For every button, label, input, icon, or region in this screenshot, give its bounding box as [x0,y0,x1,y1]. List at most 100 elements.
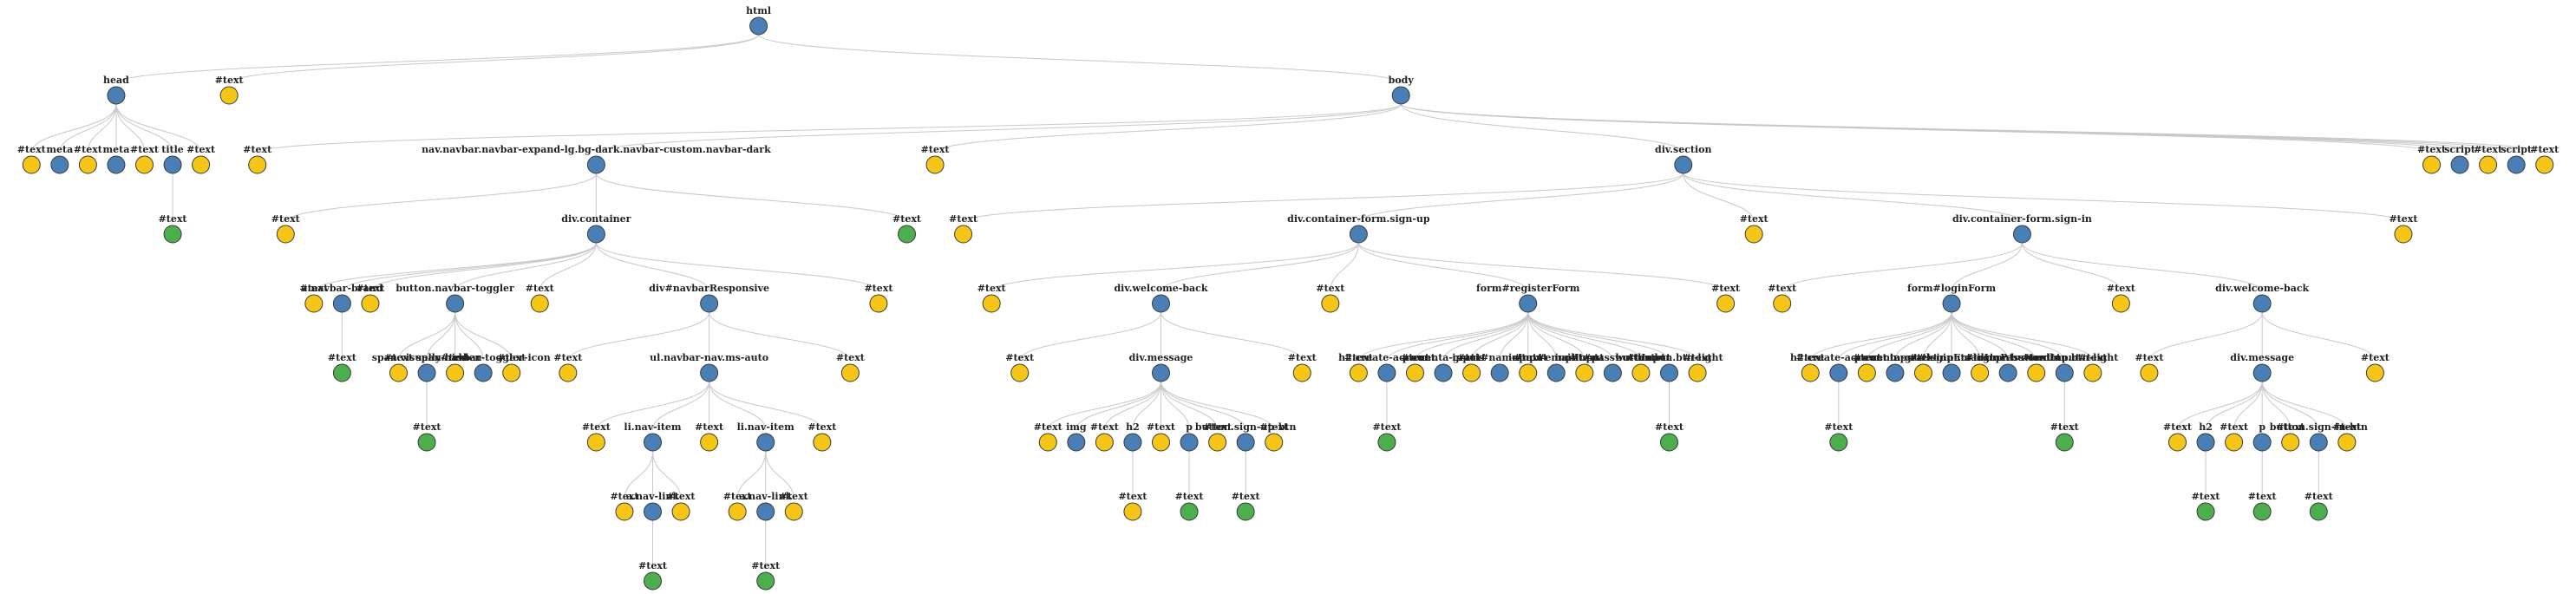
node-label: button.sign-in-btn [2270,421,2368,433]
tree-node-text: #text [1259,421,1289,452]
tree-node-text: #text [1853,352,1882,382]
node-label: #text [1909,352,1939,363]
tree-edge [2261,311,2376,362]
node-label: #text [356,283,385,294]
tree-node-div-welcome-back: div.welcome-back [1114,283,1208,313]
tree-node-p-cuenta-gratis: p.cuenta-gratis [1402,352,1484,382]
element-node-circle [1942,294,1961,313]
element-node-circle [1152,363,1170,382]
node-label: #text [17,144,47,155]
node-label: #text [2332,421,2362,433]
node-label: div.container-form.sign-in [1952,213,2092,225]
tree-node-text: #text [2305,491,2334,521]
tree-node-text: #text [977,283,1007,313]
node-label: #text [582,421,611,433]
tree-node-text: #text [695,421,724,452]
element-node-circle [1886,363,1905,382]
node-label: h2 [1126,421,1140,433]
text-node-circle [389,363,408,382]
tree-edge [1357,311,1529,362]
text-node-circle [1773,294,1792,313]
tree-node-script: script [2444,144,2476,174]
tree-edge [595,242,710,292]
tree-edge [758,34,1402,84]
node-label: p [2259,421,2265,433]
node-label: #text [1796,352,1826,363]
tree-node-input-emailinput: input#emailInput [1508,352,1605,382]
tree-node-nav-navbar-navbar-expand-lg-bg-dark-navbar-custom-navbar-dark: nav.navbar.navbar-expand-lg.bg-dark.navb… [422,144,771,174]
tree-edge [1132,381,1161,431]
tree-edge [1527,311,1557,362]
tree-node-text: #text [328,352,357,382]
text-node-circle [2027,363,2046,382]
tree-node-text: #text [2332,421,2362,452]
node-label: #text [780,491,809,502]
tree-node-text: #text [780,491,809,521]
tree-node-text: #text [17,144,47,174]
tree-node-div-navbarresponsive: div#navbarResponsive [649,283,769,313]
tree-edge [1415,311,1529,362]
tree-node-img: img [1066,421,1087,452]
tree-edge [1683,173,1755,223]
node-label: #text [1457,352,1487,363]
text-node-circle [1914,363,1932,382]
node-label: button.btn.btn-light [2010,352,2119,363]
node-label: #text [1344,352,1374,363]
tree-edge [1019,311,1161,362]
node-label: #text [2417,144,2447,155]
tree-edge [652,450,682,500]
node-label: #text [1514,352,1543,363]
node-label: #text [2389,213,2418,225]
tree-edge [1951,311,1981,362]
tree-node-div-message: div.message [2230,352,2294,382]
tree-edge [1103,381,1161,431]
node-label: #text [299,283,329,294]
text-node-circle [1688,363,1707,382]
tree-edge [2021,242,2263,292]
tree-node-text: #text [2163,421,2193,452]
tree-node-text: #text [2276,421,2305,452]
text-node-circle [22,155,41,174]
tree-edge [1047,381,1161,431]
tree-edge [1809,311,1952,362]
text-node-circle [2140,363,2159,382]
tree-edge [595,381,710,431]
text-node-circle [644,571,662,591]
tree-edge [313,242,597,292]
tree-edge [115,103,145,153]
text-node-circle [332,363,351,382]
tree-node-text: #text [271,213,301,244]
tree-node-p: p [2252,421,2272,452]
tree-node-title: title [161,144,184,174]
text-node-circle [2337,433,2357,452]
text-node-circle [671,502,690,521]
tree-node-text: #text [836,352,866,382]
text-node-circle [2479,155,2498,174]
text-node-circle [219,86,239,105]
tree-node-body: body [1389,75,1414,105]
element-node-circle [1546,363,1566,382]
node-label: #text [413,421,442,433]
node-label: #text [1626,352,1656,363]
tree-edge [595,103,1402,153]
text-node-circle [163,225,182,244]
element-node-circle [1942,363,1961,382]
element-node-circle [332,294,351,313]
tree-node-input-loginpasswordinput: input#loginPasswordInput [1937,352,2081,382]
tree-edge [1838,311,1952,362]
node-label: span.navbar-toggler-icon [416,352,551,363]
node-label: #text [2163,421,2193,433]
text-node-circle [1744,225,1763,244]
text-node-circle [615,502,634,521]
node-label: li.nav-item [624,421,682,433]
tree-node-text: #text [1626,352,1656,382]
tree-node-text: #text [356,283,385,313]
element-node-circle [1180,433,1199,452]
tree-node-text: #text [1684,352,1712,382]
node-label: input#loginPasswordInput [1937,352,2081,363]
text-node-circle [417,433,436,452]
text-node-circle [728,502,747,521]
element-node-circle [586,155,605,174]
tree-node-h2: h2 [1123,421,1142,452]
node-label: #text [977,283,1007,294]
